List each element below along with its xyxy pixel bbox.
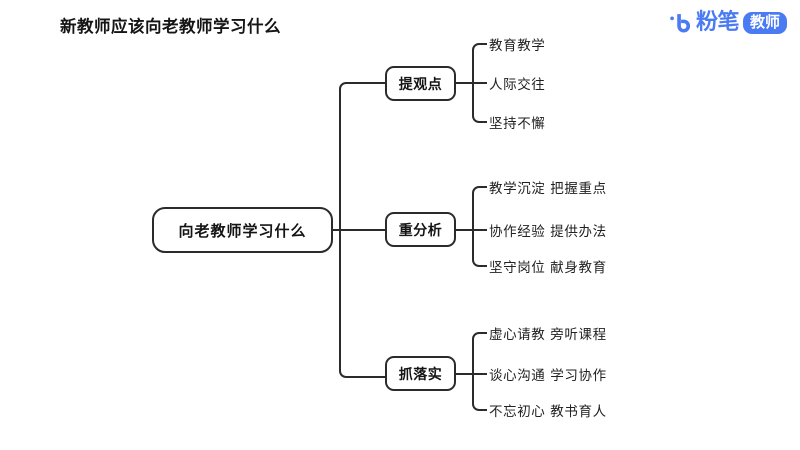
mindmap-root-node[interactable]: 向老教师学习什么 xyxy=(152,207,333,253)
mindmap-leaf-2-2: 不忘初心 教书育人 xyxy=(489,404,607,420)
mindmap-leaf-0-0: 教育教学 xyxy=(489,38,546,54)
mindmap-leaf-2-0: 虚心请教 旁听课程 xyxy=(489,327,607,343)
connector-branch-1-bracket xyxy=(472,186,487,267)
logo-badge: 教师 xyxy=(742,11,787,35)
logo-wordmark: 粉笔 xyxy=(695,10,740,35)
mindmap-branch-node-1[interactable]: 重分析 xyxy=(385,212,456,247)
mindmap-leaf-1-1: 协作经验 提供办法 xyxy=(489,224,607,240)
connector-branch-2-bracket xyxy=(472,332,487,411)
fenbi-bird-mark-icon xyxy=(670,13,691,33)
mindmap-branch-node-2[interactable]: 抓落实 xyxy=(385,356,456,391)
page-title: 新教师应该向老教师学习什么 xyxy=(60,17,281,36)
mindmap-leaf-0-1: 人际交往 xyxy=(489,77,546,93)
mindmap-leaf-0-2: 坚持不懈 xyxy=(489,116,546,132)
brand-logo: 粉笔 教师 xyxy=(669,8,787,38)
mindmap-leaf-2-1: 谈心沟通 学习协作 xyxy=(489,368,607,384)
mindmap-leaf-1-0: 教学沉淀 把握重点 xyxy=(489,181,607,197)
mindmap-branch-node-0[interactable]: 提观点 xyxy=(385,66,456,101)
mindmap-leaf-1-2: 坚守岗位 献身教育 xyxy=(489,260,607,276)
